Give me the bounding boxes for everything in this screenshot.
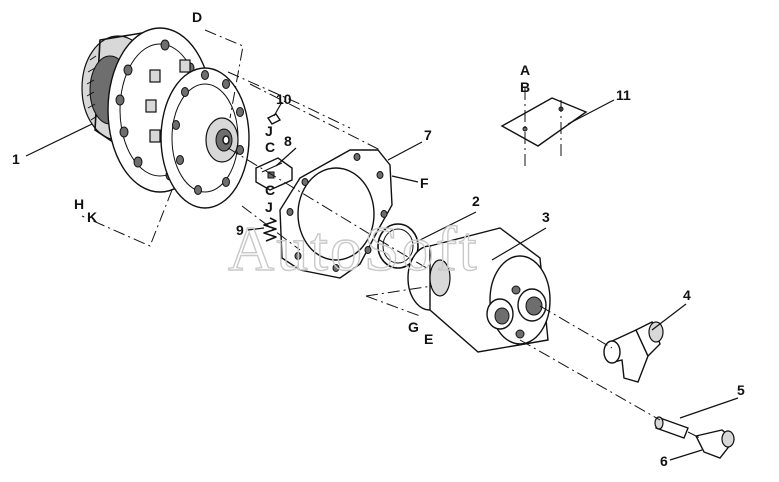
o-ring-part [377, 223, 419, 269]
callout-10: 10 [276, 91, 292, 107]
hydraulic-motor [407, 227, 551, 353]
callout-8: 8 [284, 133, 292, 149]
spring-part [263, 217, 277, 242]
elbow-fitting-small [694, 429, 735, 459]
ref-letter-c-lower: C [265, 182, 275, 198]
straight-fitting [654, 416, 689, 439]
watermark-text: AutoSoft [228, 213, 479, 284]
plate-part [500, 97, 588, 147]
ref-letter-c-upper: C [265, 139, 275, 155]
ref-letter-e: E [424, 331, 433, 347]
reference-letters: A B C C D E F G H J J K [74, 9, 530, 347]
part-callouts: 1 2 3 4 5 6 7 8 9 10 11 [12, 87, 745, 469]
callout-3: 3 [542, 209, 550, 225]
ref-letter-g: G [408, 319, 419, 335]
ref-letter-a: A [520, 62, 530, 78]
ref-letter-h: H [74, 196, 84, 212]
ref-letter-j-lower: J [265, 199, 273, 215]
leader-lines [25, 99, 739, 461]
motor-port-lower [486, 298, 514, 330]
callout-2: 2 [472, 193, 480, 209]
callout-6: 6 [660, 453, 668, 469]
elbow-fitting-large [603, 321, 664, 383]
callout-4: 4 [683, 287, 691, 303]
ref-letter-d: D [192, 9, 202, 25]
ref-letter-k: K [87, 209, 97, 225]
callout-1: 1 [12, 151, 20, 167]
motor-port-upper [517, 288, 547, 322]
assembly-centerlines [81, 29, 701, 439]
hub-assembly [81, 27, 250, 209]
ref-letter-f: F [420, 175, 429, 191]
callout-5: 5 [737, 382, 745, 398]
callout-9: 9 [236, 222, 244, 238]
ref-letter-b: B [520, 79, 530, 95]
bracket-part [255, 157, 293, 191]
callout-11: 11 [616, 87, 631, 103]
callout-7: 7 [424, 127, 432, 143]
ref-letter-j-upper: J [265, 123, 273, 139]
key-part [266, 113, 282, 125]
